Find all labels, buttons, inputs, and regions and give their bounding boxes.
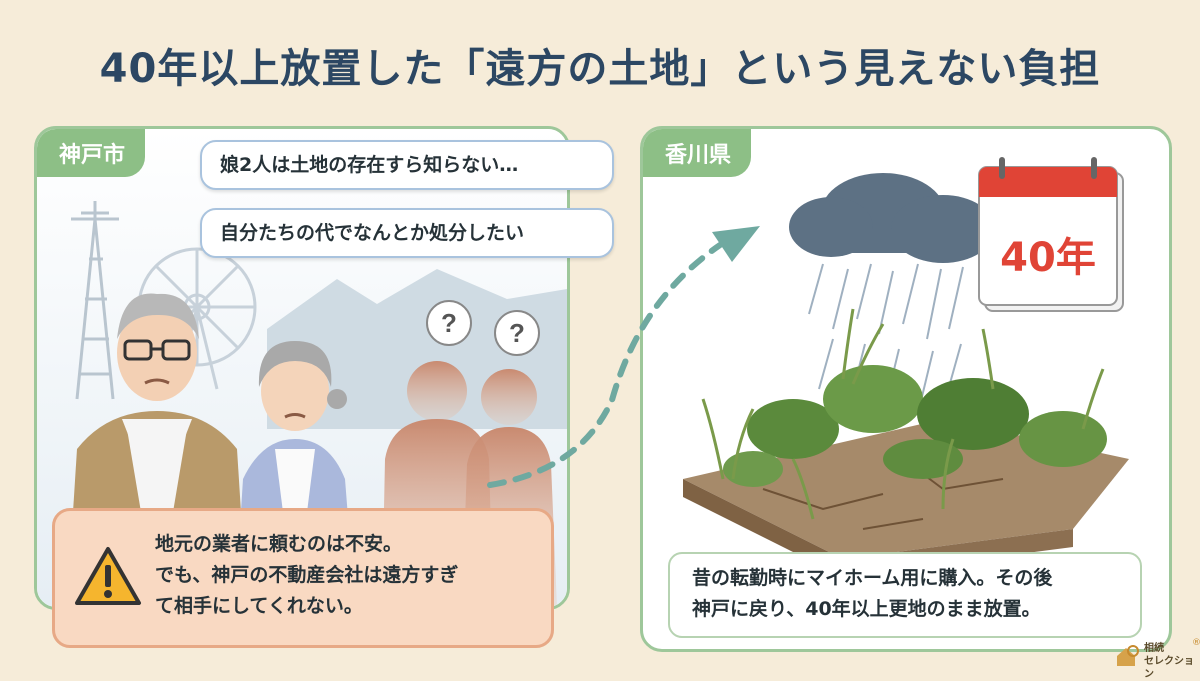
kagawa-illustration: 40年 xyxy=(683,157,1129,577)
description-box: 昔の転勤時にマイホーム用に購入。その後 神戸に戻り、40年以上更地のまま放置。 xyxy=(668,552,1142,638)
logo-line1: 相続 xyxy=(1144,643,1164,654)
logo-text: 相続 セレクション xyxy=(1144,642,1198,681)
weeds xyxy=(701,308,1107,520)
speech-bubble-daughters: 娘2人は土地の存在すら知らない… xyxy=(200,140,614,190)
description-line: 昔の転勤時にマイホーム用に購入。その後 xyxy=(692,567,1053,589)
svg-text:40年: 40年 xyxy=(1000,235,1096,281)
port-tower-icon xyxy=(71,201,119,400)
warning-text: 地元の業者に頼むのは不安。 でも、神戸の不動産会社は遠方すぎ て相手にしてくれな… xyxy=(155,529,458,622)
kobe-tab: 神戸市 xyxy=(37,129,146,177)
description-text: 昔の転勤時にマイホーム用に購入。その後 神戸に戻り、40年以上更地のまま放置。 xyxy=(692,563,1052,625)
warning-line: て相手にしてくれない。 xyxy=(155,595,363,617)
registered-mark: ® xyxy=(1192,638,1200,648)
warning-line: でも、神戸の不動産会社は遠方すぎ xyxy=(155,564,459,586)
description-line: 神戸に戻り、40年以上更地のまま放置。 xyxy=(692,598,1041,620)
page-title: 40年以上放置した「遠方の土地」という見えない負担 xyxy=(99,46,1101,92)
svg-text:?: ? xyxy=(441,308,457,338)
kagawa-tab: 香川県 xyxy=(643,129,752,177)
calendar-icon: 40年 xyxy=(978,157,1124,312)
warning-line: 地元の業者に頼むのは不安。 xyxy=(155,533,403,555)
house-key-icon xyxy=(1117,645,1139,666)
warning-triangle-icon xyxy=(75,547,141,605)
logo-line2: セレクション xyxy=(1144,656,1194,680)
warning-box: 地元の業者に頼むのは不安。 でも、神戸の不動産会社は遠方すぎ て相手にしてくれな… xyxy=(52,508,554,648)
speech-bubble-dispose: 自分たちの代でなんとか処分したい xyxy=(200,208,614,258)
brand-logo: 相続 セレクション ® xyxy=(1114,638,1200,680)
rain-cloud-icon xyxy=(789,173,995,410)
svg-text:?: ? xyxy=(509,318,525,348)
